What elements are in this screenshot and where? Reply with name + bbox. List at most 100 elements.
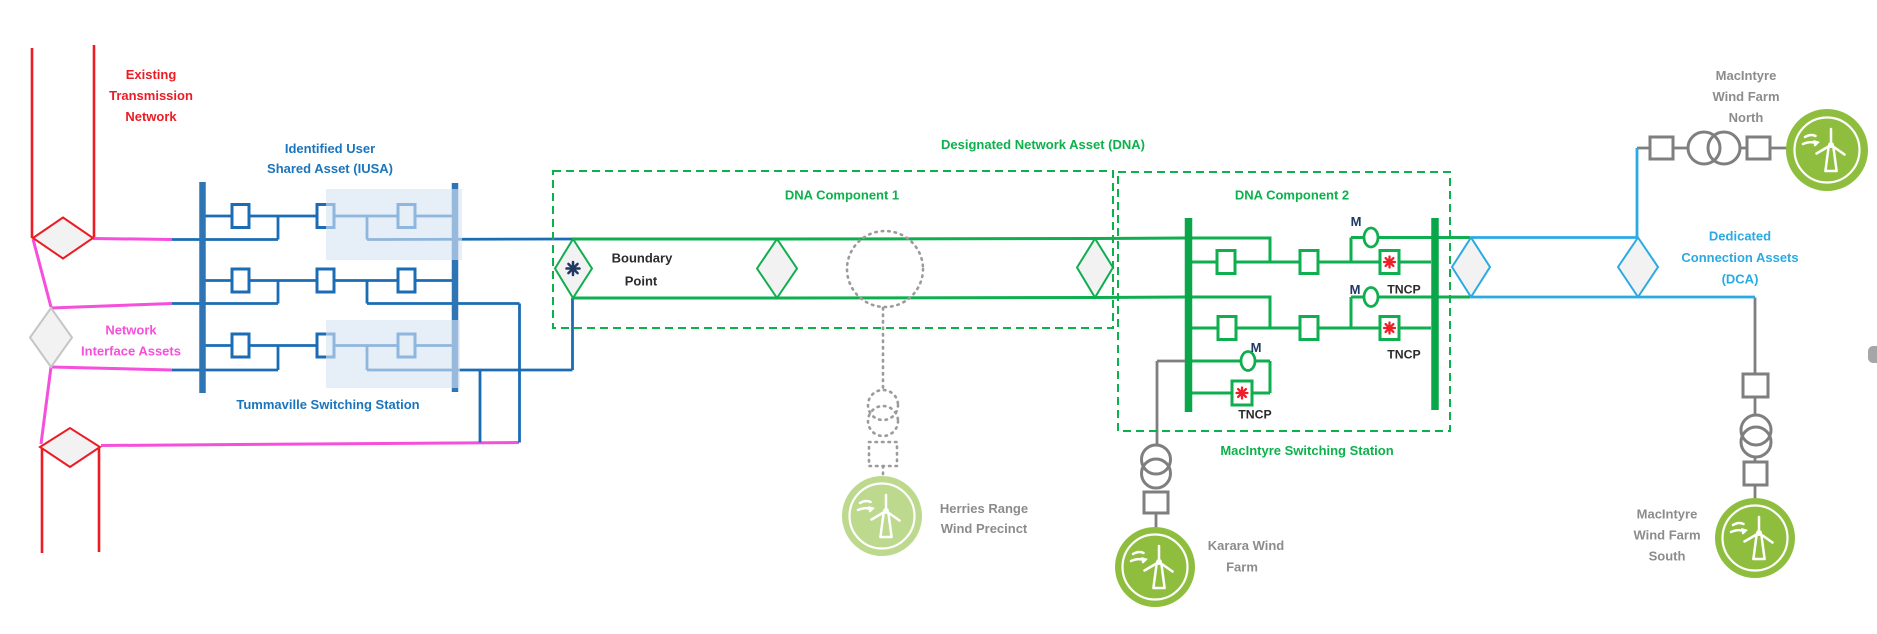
- label-network-interface: Network: [105, 323, 157, 338]
- macintyre-switching-station-circuits: [1184, 218, 1470, 412]
- label-existing-network: Existing: [126, 67, 177, 82]
- macintyre-south-feed: [1739, 297, 1773, 499]
- breaker-icon: [230, 203, 251, 229]
- existing-transmission-network: [30, 45, 101, 553]
- connection-point-diamond-gray: [28, 306, 74, 369]
- tummaville-switching-station: [172, 182, 574, 443]
- herries-range-wind-precinct-icon: [842, 476, 922, 556]
- meter-icon: [1239, 350, 1257, 372]
- label-boundary-point: Point: [625, 274, 658, 289]
- label-herries-range: Herries Range: [940, 501, 1028, 516]
- diagram-labels: Existing Transmission Network Identified…: [81, 67, 1799, 575]
- label-tncp: TNCP: [1387, 348, 1420, 362]
- breaker-icon: [315, 267, 336, 294]
- transformer-icon: [1140, 457, 1172, 490]
- interface-line: [92, 237, 173, 241]
- label-meter: M: [1351, 214, 1362, 229]
- tncp-asterisk-icon: [1382, 321, 1397, 335]
- label-dca: Dedicated: [1709, 229, 1771, 244]
- dna-line-bottom: [572, 295, 1272, 328]
- label-macintyre-south: MacIntyre: [1637, 507, 1698, 522]
- label-macintyre-north: North: [1729, 110, 1764, 125]
- transformer-icon: [1706, 130, 1742, 166]
- breaker-icon: [396, 267, 417, 294]
- breaker-icon: [230, 332, 251, 359]
- connection-point-diamond-green: [755, 237, 799, 300]
- interface-line: [100, 441, 520, 447]
- transformer-icon: [1140, 443, 1172, 476]
- label-macintyre-north: Wind Farm: [1712, 89, 1779, 104]
- future-transformer-icon: [866, 404, 900, 438]
- future-connection-circle: [845, 229, 925, 309]
- future-transformer-icon: [866, 388, 900, 422]
- label-macintyre-south: South: [1649, 549, 1686, 564]
- designated-network-asset: [572, 218, 1470, 412]
- karara-wind-farm-icon: [1115, 527, 1195, 607]
- interface-line: [50, 365, 173, 372]
- transformer-icon: [1739, 425, 1773, 459]
- interface-line: [50, 302, 173, 310]
- interface-line: [39, 366, 53, 445]
- label-tncp: TNCP: [1387, 283, 1420, 297]
- meter-icon: [1362, 226, 1380, 249]
- interface-line: [31, 238, 53, 308]
- dna-component-1-box: [552, 170, 1114, 329]
- connection-point-diamond-cyan: [1616, 235, 1660, 299]
- isolator-icon: [1742, 460, 1769, 487]
- tncp-asterisk-icon: [1235, 386, 1249, 400]
- label-dca: Connection Assets: [1681, 250, 1798, 265]
- breaker-icon: [1298, 315, 1320, 341]
- label-tummaville-station: Tummaville Switching Station: [236, 397, 419, 412]
- breaker-icon: [1216, 315, 1238, 341]
- macintyre-north-feed: [1637, 130, 1787, 166]
- breaker-icon: [230, 267, 251, 294]
- macintyre-wind-farm-north-icon: [1786, 109, 1868, 191]
- boundary-point-star-icon: [565, 260, 581, 277]
- label-iusa: Identified User: [285, 141, 375, 156]
- dna-line-top: [573, 236, 1272, 262]
- label-dna-component-1: DNA Component 1: [785, 188, 899, 203]
- iusa-highlight-region: [326, 320, 460, 388]
- label-dna-component-2: DNA Component 2: [1235, 188, 1349, 203]
- breaker-icon: [1298, 249, 1320, 275]
- future-isolator-icon: [867, 440, 899, 468]
- label-existing-network: Transmission: [109, 88, 193, 103]
- label-meter: M: [1350, 282, 1361, 297]
- connection-point-diamond-red-top: [31, 216, 95, 260]
- label-dca: (DCA): [1722, 272, 1759, 287]
- label-iusa: Shared Asset (IUSA): [267, 161, 393, 176]
- label-macintyre-south: Wind Farm: [1633, 528, 1700, 543]
- herries-range-feed-future: [845, 229, 925, 480]
- iusa-highlight-region: [326, 189, 462, 260]
- boundary-point-marker: [553, 237, 594, 300]
- label-karara: Farm: [1226, 560, 1258, 575]
- isolator-icon: [1745, 135, 1772, 161]
- tncp-device-row-b: [1378, 315, 1401, 341]
- macintyre-wind-farm-south-icon: [1715, 498, 1795, 578]
- label-boundary-point: Boundary: [612, 251, 673, 266]
- label-macintyre-station: MacIntyre Switching Station: [1220, 443, 1393, 458]
- label-network-interface: Interface Assets: [81, 344, 181, 359]
- tncp-device-row-c: [1230, 379, 1254, 407]
- isolator-icon: [1142, 490, 1170, 515]
- meter-icon: [1362, 286, 1380, 308]
- label-existing-network: Network: [125, 109, 177, 124]
- label-karara: Karara Wind: [1208, 538, 1285, 553]
- label-herries-range: Wind Precinct: [941, 521, 1028, 536]
- breaker-icon: [1215, 249, 1237, 275]
- isolator-icon: [1648, 135, 1675, 161]
- tncp-device-row-a: [1378, 249, 1401, 275]
- label-tncp: TNCP: [1238, 408, 1271, 422]
- scrollbar-thumb[interactable]: [1868, 346, 1877, 363]
- connection-point-diamond-green: [1075, 236, 1115, 300]
- transformer-icon: [1739, 413, 1773, 447]
- label-dna: Designated Network Asset (DNA): [941, 137, 1145, 152]
- dedicated-connection-assets: [1471, 148, 1755, 299]
- network-interface-assets: [31, 237, 520, 447]
- karara-feed: [1140, 359, 1185, 528]
- feeder-line: [1155, 359, 1185, 446]
- label-meter: M: [1251, 340, 1262, 355]
- dca-line: [1471, 148, 1755, 299]
